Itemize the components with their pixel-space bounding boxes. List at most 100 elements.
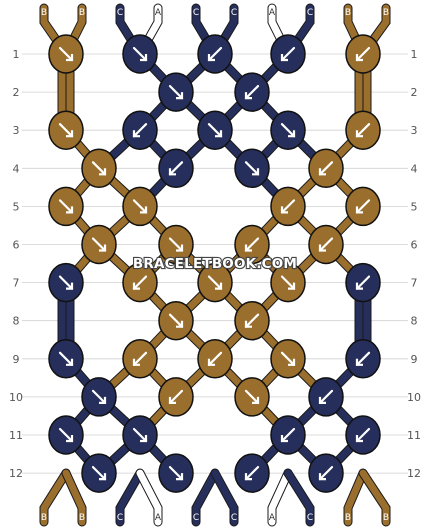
row-number-right: 11 bbox=[407, 429, 421, 442]
row-number-right: 6 bbox=[411, 239, 418, 252]
arrow-backward-icon bbox=[207, 351, 223, 366]
arrow-backward-icon bbox=[132, 351, 148, 366]
thread-end-label: A bbox=[155, 513, 162, 523]
row-number-right: 1 bbox=[411, 48, 418, 61]
thread-end-label: C bbox=[193, 8, 199, 18]
knot bbox=[158, 453, 194, 493]
end-strand bbox=[40, 469, 70, 526]
arrow-backward-icon bbox=[355, 46, 371, 62]
row-number-right: 10 bbox=[407, 391, 421, 404]
arrow-backward-icon bbox=[318, 466, 334, 481]
knot bbox=[122, 415, 158, 455]
knot bbox=[122, 339, 158, 379]
thread-end-label: B bbox=[345, 513, 351, 523]
arrow-forward-icon bbox=[91, 161, 107, 176]
thread-end-label: C bbox=[307, 8, 313, 18]
knot bbox=[122, 186, 158, 227]
end-strand bbox=[211, 469, 238, 526]
knot bbox=[270, 110, 306, 150]
knot bbox=[270, 262, 306, 303]
arrow-forward-icon bbox=[132, 46, 148, 62]
arrow-backward-icon bbox=[132, 123, 148, 138]
knot bbox=[158, 72, 194, 112]
knot bbox=[308, 453, 344, 493]
row-number-left: 12 bbox=[9, 467, 23, 480]
knot bbox=[197, 262, 233, 303]
arrow-forward-icon bbox=[58, 123, 74, 138]
arrow-backward-icon bbox=[280, 427, 296, 443]
row-number-left: 8 bbox=[13, 315, 20, 328]
arrow-forward-icon bbox=[168, 313, 184, 328]
arrow-backward-icon bbox=[244, 313, 260, 328]
knot bbox=[234, 148, 270, 189]
arrow-backward-icon bbox=[318, 161, 334, 176]
row-number-left: 6 bbox=[13, 239, 20, 252]
thread-end-label: C bbox=[231, 8, 237, 18]
knot bbox=[345, 34, 381, 74]
arrow-forward-icon bbox=[58, 351, 74, 366]
arrow-backward-icon bbox=[355, 199, 371, 214]
thread-end-label: C bbox=[193, 513, 199, 523]
arrow-backward-icon bbox=[355, 427, 371, 443]
arrow-forward-icon bbox=[132, 427, 148, 443]
row-number-right: 5 bbox=[411, 200, 418, 213]
row-number-left: 1 bbox=[13, 48, 20, 61]
knot bbox=[81, 148, 117, 189]
row-number-left: 7 bbox=[13, 277, 20, 290]
knot bbox=[122, 34, 158, 74]
end-strand bbox=[268, 469, 292, 526]
knot bbox=[234, 224, 270, 265]
row-number-left: 3 bbox=[13, 124, 20, 137]
arrow-forward-icon bbox=[91, 466, 107, 481]
arrow-backward-icon bbox=[355, 351, 371, 366]
knot bbox=[158, 300, 194, 341]
thread-end-label: B bbox=[383, 8, 389, 18]
thread-end-label: A bbox=[269, 513, 276, 523]
arrow-forward-icon bbox=[168, 237, 184, 252]
arrow-forward-icon bbox=[168, 466, 184, 481]
arrow-forward-icon bbox=[280, 275, 296, 290]
knot bbox=[158, 224, 194, 265]
arrow-forward-icon bbox=[58, 46, 74, 62]
end-strand bbox=[116, 469, 144, 526]
arrow-forward-icon bbox=[280, 351, 296, 366]
end-strand bbox=[192, 469, 219, 526]
knot bbox=[81, 453, 117, 493]
arrow-forward-icon bbox=[207, 123, 223, 138]
knot bbox=[81, 377, 117, 417]
knot bbox=[270, 415, 306, 455]
knot bbox=[48, 110, 84, 150]
arrow-forward-icon bbox=[91, 389, 107, 404]
arrow-forward-icon bbox=[244, 161, 260, 176]
row-number-left: 4 bbox=[13, 162, 20, 175]
row-number-right: 4 bbox=[411, 162, 418, 175]
thread-end-label: C bbox=[117, 513, 123, 523]
knot bbox=[197, 34, 233, 74]
arrow-backward-icon bbox=[244, 84, 260, 100]
thread-end-label: A bbox=[155, 8, 162, 18]
knot bbox=[270, 34, 306, 74]
knot bbox=[158, 148, 194, 189]
knot bbox=[270, 339, 306, 379]
end-strand bbox=[62, 469, 86, 526]
arrow-backward-icon bbox=[168, 161, 184, 176]
knot bbox=[234, 300, 270, 341]
arrow-backward-icon bbox=[244, 466, 260, 481]
arrow-forward-icon bbox=[58, 275, 74, 290]
arrow-forward-icon bbox=[132, 199, 148, 214]
end-strand bbox=[359, 469, 390, 526]
knot bbox=[48, 262, 84, 303]
knot bbox=[234, 453, 270, 493]
row-number-left: 9 bbox=[13, 353, 20, 366]
thread-end-label: B bbox=[345, 8, 351, 18]
arrow-backward-icon bbox=[207, 46, 223, 62]
knot bbox=[48, 339, 84, 379]
thread-end-label: A bbox=[269, 8, 276, 18]
thread-end-label: B bbox=[41, 513, 47, 523]
thread-end-label: B bbox=[79, 8, 85, 18]
arrow-backward-icon bbox=[280, 199, 296, 214]
thread-end-label: C bbox=[117, 8, 123, 18]
arrow-forward-icon bbox=[168, 84, 184, 100]
